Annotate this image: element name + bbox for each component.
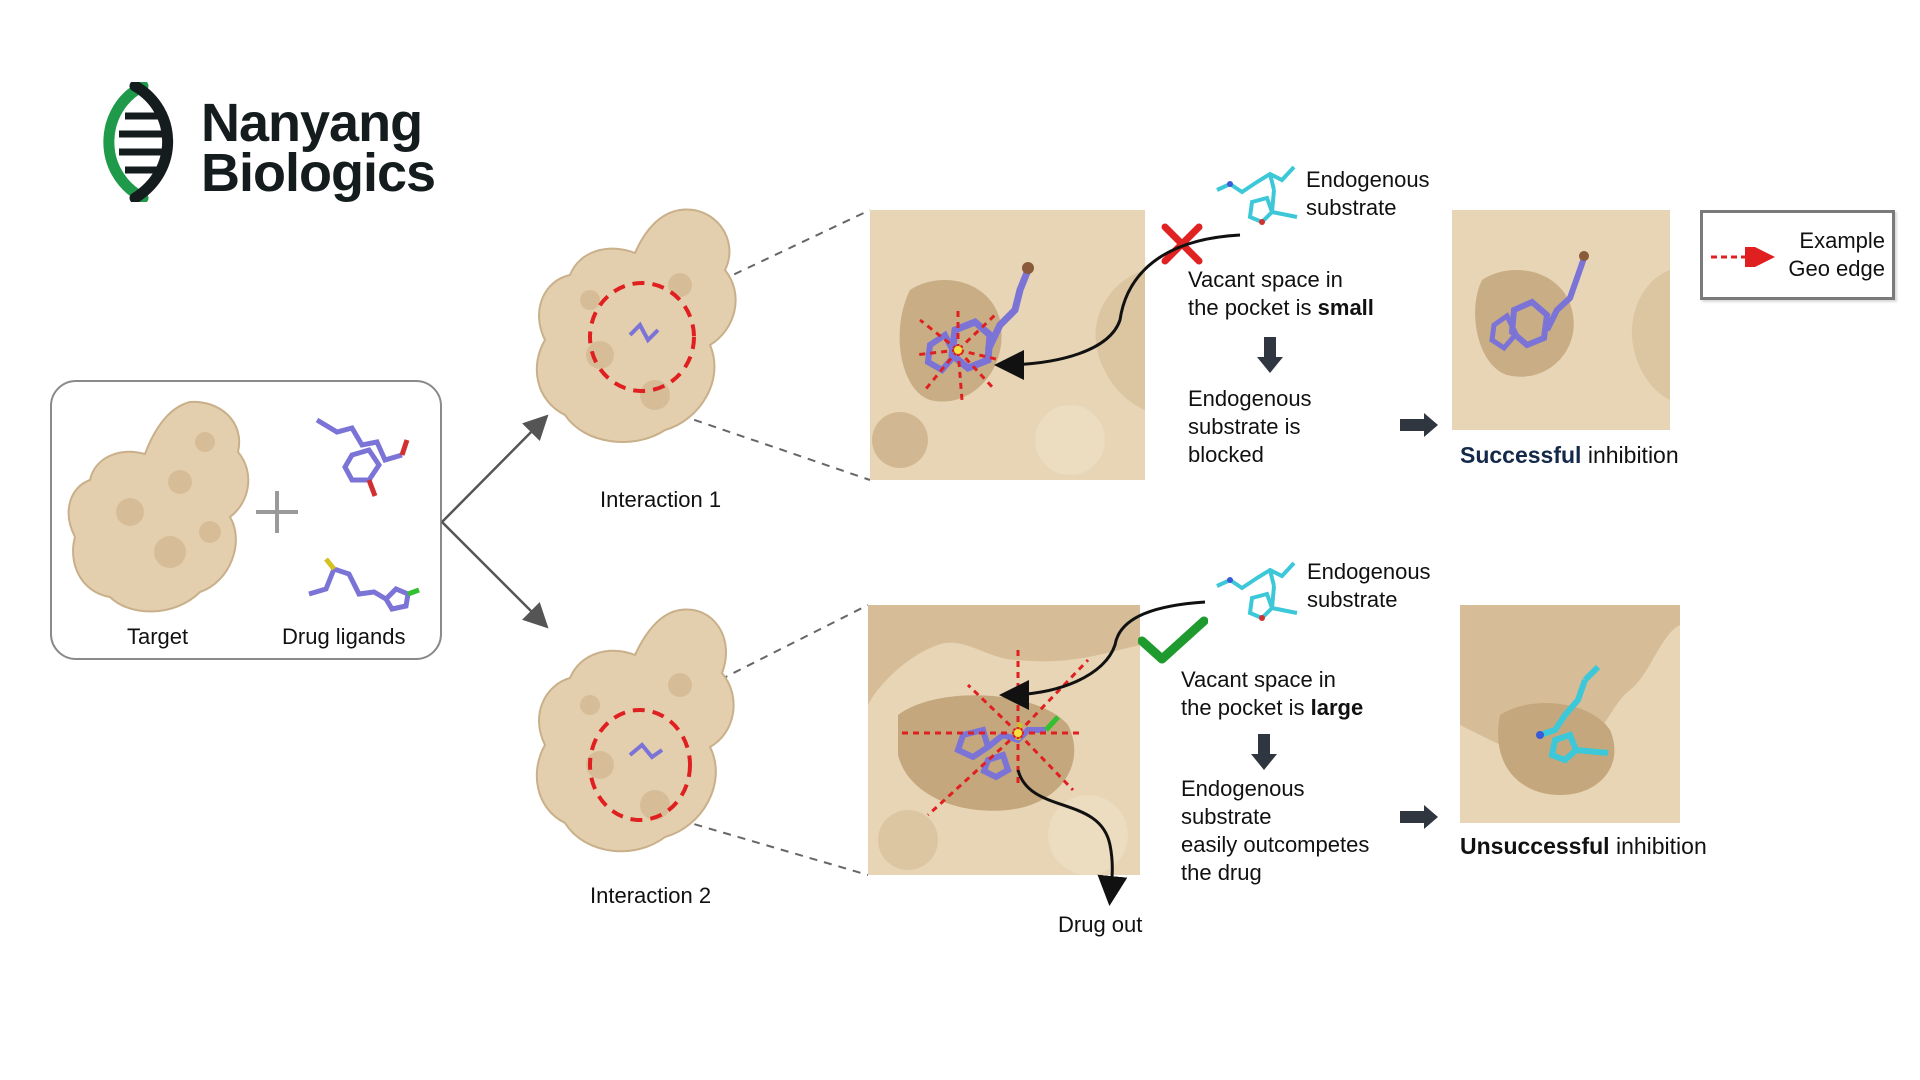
logo-line-2: Biologics: [201, 143, 436, 203]
outcome-1-line-2: substrate is: [1188, 414, 1301, 440]
substrate-molecule-2-image: [1216, 561, 1298, 621]
drug-out-label: Drug out: [1058, 912, 1143, 937]
result-panel-1: [1452, 210, 1670, 430]
reject-x-icon: [1161, 223, 1203, 265]
logo-line-1: Nanyang: [201, 93, 423, 153]
interaction-1-label: Interaction 1: [600, 487, 722, 512]
substrate-1-line-2: substrate: [1306, 195, 1397, 221]
vacant-2-line-2: the pocket is large: [1181, 694, 1363, 722]
legend-box: Example Geo edge: [1700, 210, 1895, 300]
substrate-path-arrow-2: [999, 600, 1206, 710]
vacant-text-1: Vacant space in the pocket is small: [1188, 266, 1374, 322]
outcome-2-line-2: substrate: [1181, 804, 1272, 830]
substrate-2-line-1: Endogenous: [1307, 559, 1431, 584]
interaction-2-label: Interaction 2: [590, 883, 712, 908]
substrate-label-2: Endogenous substrate: [1307, 558, 1431, 614]
legend-text: Example Geo edge: [1785, 227, 1885, 283]
vacant-1-prefix: the pocket is: [1188, 295, 1318, 321]
vacant-1-line-1: Vacant space in: [1188, 267, 1343, 292]
interaction-2-protein-image: [535, 608, 735, 853]
drug-ligands-label: Drug ligands: [282, 624, 406, 649]
result-text-1: Successful inhibition: [1460, 442, 1679, 469]
down-arrow-icon-1: [1257, 337, 1283, 373]
substrate-path-arrow-1: [994, 233, 1241, 380]
result-2-suffix: inhibition: [1609, 833, 1707, 859]
target-label: Target: [127, 624, 189, 649]
substrate-2-line-2: substrate: [1307, 587, 1398, 613]
outcome-text-1: Endogenous substrate is blocked: [1188, 385, 1312, 469]
substrate-molecule-1-image: [1216, 165, 1298, 225]
logo: Nanyang Biologics: [95, 82, 436, 203]
vacant-1-keyword: small: [1317, 295, 1374, 321]
outcome-2-line-3: easily outcompetes: [1181, 832, 1370, 858]
outcome-2-line-4: the drug: [1181, 860, 1262, 886]
outcome-2-line-1: Endogenous: [1181, 776, 1305, 801]
outcome-1-line-3: blocked: [1188, 442, 1264, 468]
substrate-1-line-1: Endogenous: [1306, 167, 1430, 192]
pocket-panel-2: [868, 605, 1140, 875]
vacant-1-line-2: the pocket is small: [1188, 294, 1374, 322]
geo-edge-legend-arrow: [1711, 247, 1775, 267]
vacant-2-line-1: Vacant space in: [1181, 667, 1336, 692]
dna-helix-icon: [103, 82, 174, 202]
result-text-2: Unsuccessful inhibition: [1460, 833, 1707, 860]
plus-icon: [256, 491, 298, 533]
result-1-keyword: Successful: [1460, 442, 1582, 468]
legend-line-2: Geo edge: [1788, 256, 1885, 282]
result-2-keyword: Unsuccessful: [1460, 833, 1610, 859]
interaction-1-protein-image: [535, 208, 737, 443]
result-1-suffix: inhibition: [1581, 442, 1679, 468]
drug-ligand-1-image: [315, 417, 410, 497]
down-arrow-icon-2: [1251, 734, 1277, 770]
drug-out-arrow: [1016, 769, 1128, 906]
right-arrow-icon-2: [1400, 805, 1438, 829]
vacant-text-2: Vacant space in the pocket is large: [1181, 666, 1363, 722]
input-box: Target Drug ligands: [50, 380, 442, 660]
substrate-label-1: Endogenous substrate: [1306, 166, 1430, 222]
accept-check-icon: [1138, 616, 1208, 664]
vacant-2-keyword: large: [1310, 695, 1364, 721]
outcome-text-2: Endogenous substrate easily outcompetes …: [1181, 775, 1369, 888]
outcome-1-line-1: Endogenous: [1188, 386, 1312, 411]
target-protein-image: [67, 400, 250, 613]
drug-ligand-2-image: [308, 557, 420, 612]
right-arrow-icon-1: [1400, 413, 1438, 437]
vacant-2-prefix: the pocket is: [1181, 695, 1311, 721]
result-panel-2: [1460, 605, 1680, 823]
legend-line-1: Example: [1799, 228, 1885, 253]
